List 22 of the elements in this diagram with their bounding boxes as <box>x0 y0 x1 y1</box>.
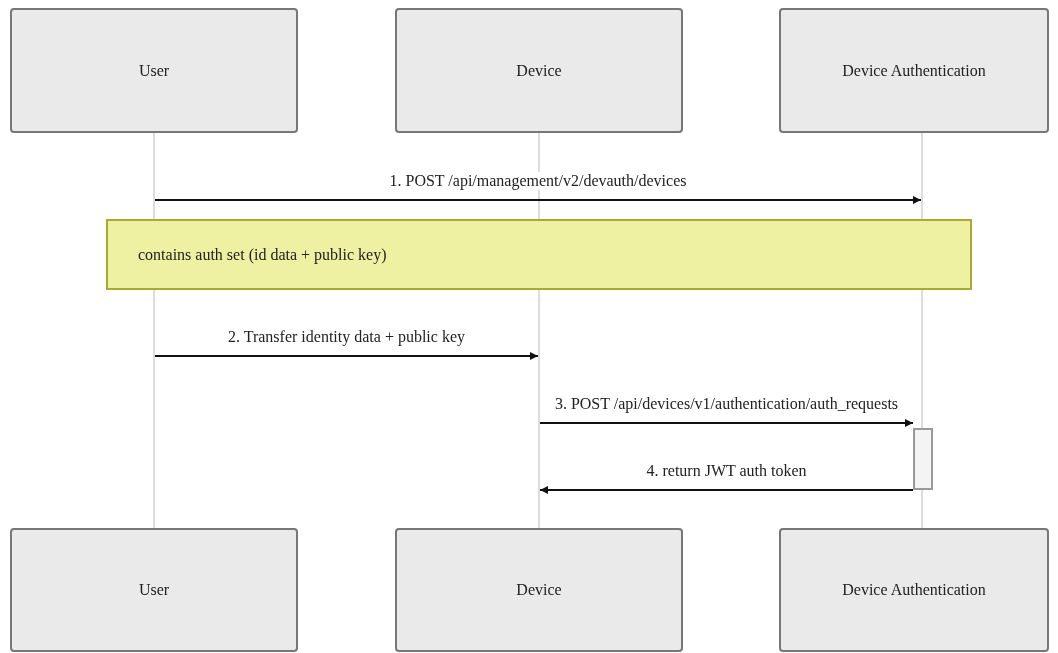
note-box <box>106 219 972 290</box>
participant-box <box>10 8 298 133</box>
participant-box <box>779 528 1049 652</box>
note-text: contains auth set (id data + public key) <box>138 245 387 264</box>
participant-name: Device <box>516 581 562 599</box>
participant-box <box>395 528 683 652</box>
participant-name: Device Authentication <box>842 581 986 599</box>
message-arrow <box>154 352 539 360</box>
participant-box <box>395 8 683 133</box>
message-label: 2. Transfer identity data + public key <box>226 328 467 346</box>
message-arrow <box>154 196 922 204</box>
message-arrow <box>539 419 914 427</box>
participant-box <box>779 8 1049 133</box>
activation-bar <box>913 428 933 490</box>
participant-name: Device Authentication <box>842 61 986 80</box>
message-label: 3. POST /api/devices/v1/authentication/auth_requests <box>552 395 901 413</box>
participant-box <box>10 528 298 652</box>
message-label: 1. POST /api/management/v2/devauth/devices <box>387 172 689 190</box>
participant-name: Device <box>516 61 562 80</box>
participant-name: User <box>138 581 170 599</box>
message-arrow <box>539 486 914 494</box>
participant-name: User <box>138 61 170 80</box>
